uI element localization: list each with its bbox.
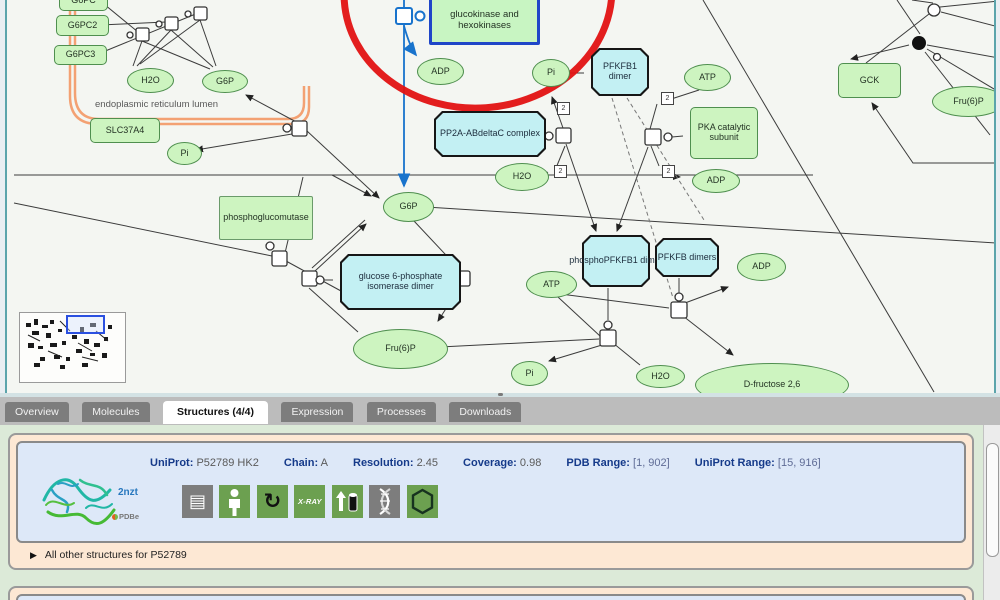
node-atp-right[interactable]: ATP	[684, 64, 731, 91]
node-g6p-isomerase-dimer[interactable]: glucose 6-phosphate isomerase dimer	[340, 254, 461, 310]
pdb-rotate-icon[interactable]: ↻	[256, 485, 288, 518]
pdbe-logo: PDBe	[112, 512, 139, 521]
pathway-edges	[13, 0, 994, 393]
node-fru6p-main[interactable]: Fru(6)P	[353, 329, 448, 369]
tab-downloads[interactable]: Downloads	[449, 402, 522, 422]
structure-metadata: UniProt: P52789 HK2 Chain: A Resolution:…	[150, 457, 843, 469]
node-phospho-pfkfb-dimer[interactable]: phosphoPFKFB1 dimer	[569, 235, 663, 287]
tab-overview[interactable]: Overview	[5, 402, 69, 422]
node-h2o-bottom[interactable]: H2O	[636, 365, 685, 388]
node-pp2a-complex[interactable]: PP2A-ABdeltaC complex	[434, 111, 546, 157]
node-adp-lower[interactable]: ADP	[737, 253, 786, 281]
pdb-icon-row: ▤ ↻ X-RAY	[182, 485, 440, 519]
compartment-label: endoplasmic reticulum lumen	[95, 99, 219, 110]
other-structures-label: All other structures for P52789	[44, 549, 187, 561]
pdb-deposition-icon[interactable]	[331, 485, 363, 518]
structure-entry-panel: UniProt: P52789 HK2 Chain: A Resolution:…	[16, 441, 966, 543]
uniprot-value: P52789 HK2	[196, 457, 259, 469]
other-structures-expander[interactable]: ▶ All other structures for P52789	[30, 549, 187, 561]
node-g6p-main[interactable]: G6P	[383, 192, 434, 222]
minimap-viewport[interactable]	[66, 315, 105, 334]
node-fructose-26-bisphosphate[interactable]: D-fructose 2,6	[695, 363, 849, 393]
uniprot-range-label: UniProt Range:	[694, 457, 775, 469]
node-phosphoglucomutase[interactable]: phosphoglucomutase	[219, 196, 313, 240]
structures-tab-content: UniProt: P52789 HK2 Chain: A Resolution:…	[0, 425, 1000, 600]
node-pi-er[interactable]: Pi	[167, 142, 202, 165]
node-fru6p-right[interactable]: Fru(6)P	[932, 86, 994, 117]
pdb-dna-icon[interactable]	[369, 485, 401, 518]
panel-splitter[interactable]	[0, 393, 1000, 397]
pdb-range-value: [1, 902]	[633, 457, 670, 469]
minimap-thumbnail	[26, 315, 112, 369]
stoichiometry-box: 2	[554, 165, 567, 178]
chain-value: A	[320, 457, 328, 469]
resolution-value: 2.45	[416, 457, 438, 469]
node-pka-subunit[interactable]: PKA catalytic subunit	[690, 107, 758, 159]
structure-thumbnail[interactable]	[36, 460, 118, 536]
pdbe-logo-icon	[112, 514, 118, 520]
node-h2o-er[interactable]: H2O	[127, 68, 174, 93]
structures-scrollbar[interactable]	[983, 425, 1000, 600]
stoichiometry-box: 2	[662, 165, 675, 178]
node-h2o-center[interactable]: H2O	[495, 163, 549, 191]
node-gck[interactable]: GCK	[838, 63, 901, 98]
complex-shape	[434, 111, 546, 157]
node-slc37a4[interactable]: SLC37A4	[90, 118, 160, 143]
structure-entry-panel	[16, 594, 966, 600]
node-adp-center[interactable]: ADP	[417, 58, 464, 85]
tab-molecules[interactable]: Molecules	[82, 402, 150, 422]
stoichiometry-box: 2	[557, 102, 570, 115]
resolution-label: Resolution:	[353, 457, 414, 469]
tab-structures[interactable]: Structures (4/4)	[162, 401, 268, 424]
structure-card-next	[8, 586, 974, 600]
coverage-label: Coverage:	[463, 457, 517, 469]
detail-tabbar: Overview Molecules Structures (4/4) Expr…	[0, 397, 1000, 425]
pathway-diagram-canvas[interactable]: endoplasmic reticulum lumen G6PC G6PC2 G…	[5, 0, 996, 395]
node-atp-lower[interactable]: ATP	[526, 271, 577, 298]
coverage-value: 0.98	[519, 457, 542, 469]
pdb-id-link[interactable]: 2nzt	[118, 487, 138, 498]
complex-shape	[340, 254, 461, 310]
node-pi-center[interactable]: Pi	[532, 59, 570, 87]
splitter-handle-icon[interactable]	[498, 393, 503, 396]
pdb-range-label: PDB Range:	[566, 457, 630, 469]
node-glucokinase-set-selected[interactable]: glucokinase and hexokinases	[429, 0, 540, 45]
pdb-literature-icon[interactable]: ▤	[182, 485, 213, 518]
uniprot-range-value: [15, 916]	[777, 457, 821, 469]
node-pi-bottom[interactable]: Pi	[511, 361, 548, 386]
node-g6pc2[interactable]: G6PC2	[56, 15, 109, 36]
structure-card: UniProt: P52789 HK2 Chain: A Resolution:…	[8, 433, 974, 570]
tab-processes[interactable]: Processes	[366, 402, 436, 422]
pdb-ligand-icon[interactable]	[406, 485, 438, 518]
chain-label: Chain:	[283, 457, 319, 469]
stoichiometry-box: 2	[661, 92, 674, 105]
node-g6pc3[interactable]: G6PC3	[54, 45, 107, 65]
tab-expression[interactable]: Expression	[281, 402, 354, 422]
expander-triangle-icon: ▶	[30, 551, 37, 561]
complex-shape	[655, 238, 719, 277]
node-g6p-er[interactable]: G6P	[202, 70, 248, 93]
node-adp-right[interactable]: ADP	[692, 169, 740, 193]
pdb-organism-icon[interactable]	[219, 485, 251, 518]
node-g6pc[interactable]: G6PC	[59, 0, 108, 11]
node-pfkfb1-dimer[interactable]: PFKFB1 dimer	[591, 48, 649, 96]
scrollbar-thumb[interactable]	[986, 443, 999, 557]
pdb-xray-icon[interactable]: X-RAY	[294, 485, 326, 518]
diagram-minimap[interactable]	[19, 312, 126, 383]
uniprot-label: UniProt:	[150, 457, 194, 469]
node-pfkfb-dimers[interactable]: PFKFB dimers	[655, 238, 719, 277]
complex-shape	[582, 235, 650, 287]
